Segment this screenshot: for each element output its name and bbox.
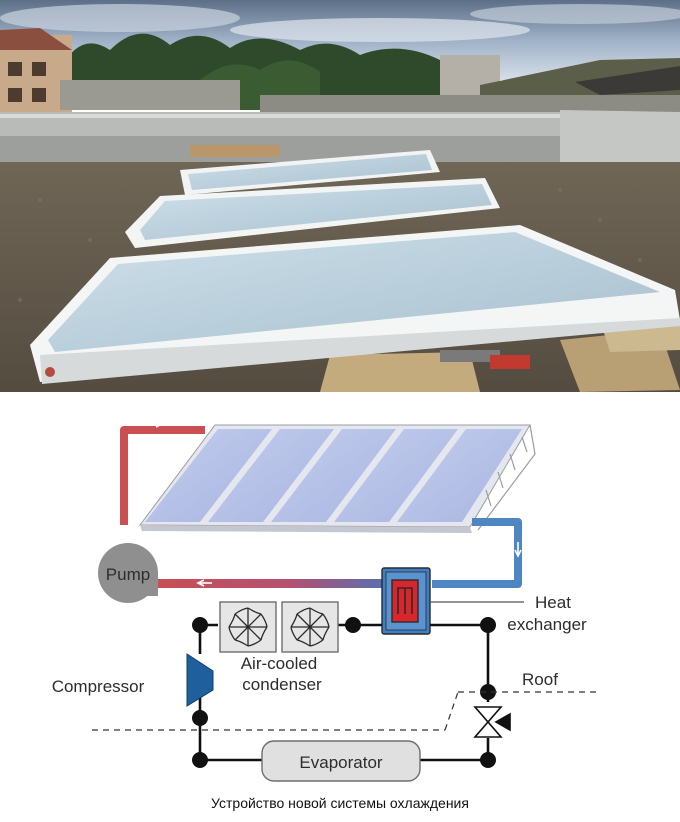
cooling-system-diagram: Pump Heat exchanger — [52, 420, 598, 782]
roof-label: Roof — [522, 670, 558, 689]
building-left — [0, 28, 72, 115]
roof-line — [92, 691, 598, 731]
compressor — [186, 653, 214, 707]
junction-node — [480, 617, 496, 633]
condenser-label-line2: condenser — [242, 675, 322, 694]
junction-node — [192, 710, 208, 726]
junction-node — [480, 684, 496, 700]
heat-exchanger — [381, 567, 524, 635]
evaporator-label: Evaporator — [299, 753, 382, 772]
heat-label-line1: Heat — [535, 593, 571, 612]
panel-middle — [125, 178, 500, 248]
far-rooftop — [60, 80, 680, 115]
compressor-label: Compressor — [52, 677, 145, 696]
figure-caption: Устройство новой системы охлаждения — [211, 795, 469, 811]
condenser-fan-right — [281, 601, 339, 653]
junction-node — [192, 617, 208, 633]
heat-label-line2: exchanger — [507, 615, 587, 634]
return-pipe — [150, 579, 382, 588]
radiator-panels — [139, 424, 536, 533]
pump-label: Pump — [106, 565, 150, 584]
circuit-junctions — [192, 617, 496, 768]
junction-node — [480, 752, 496, 768]
panel-back — [180, 145, 440, 195]
evaporator: Evaporator — [261, 740, 421, 782]
panel-front — [30, 225, 680, 384]
cold-loop-pipe — [432, 518, 522, 588]
condenser-label-line1: Air-cooled — [241, 654, 318, 673]
pump: Pump — [98, 543, 158, 603]
condenser-fan-left — [219, 601, 277, 653]
rooftop-panels-photo — [0, 0, 680, 392]
hot-loop-pipe — [120, 420, 205, 525]
expansion-valve — [473, 706, 511, 738]
junction-node — [345, 617, 361, 633]
junction-node — [192, 752, 208, 768]
